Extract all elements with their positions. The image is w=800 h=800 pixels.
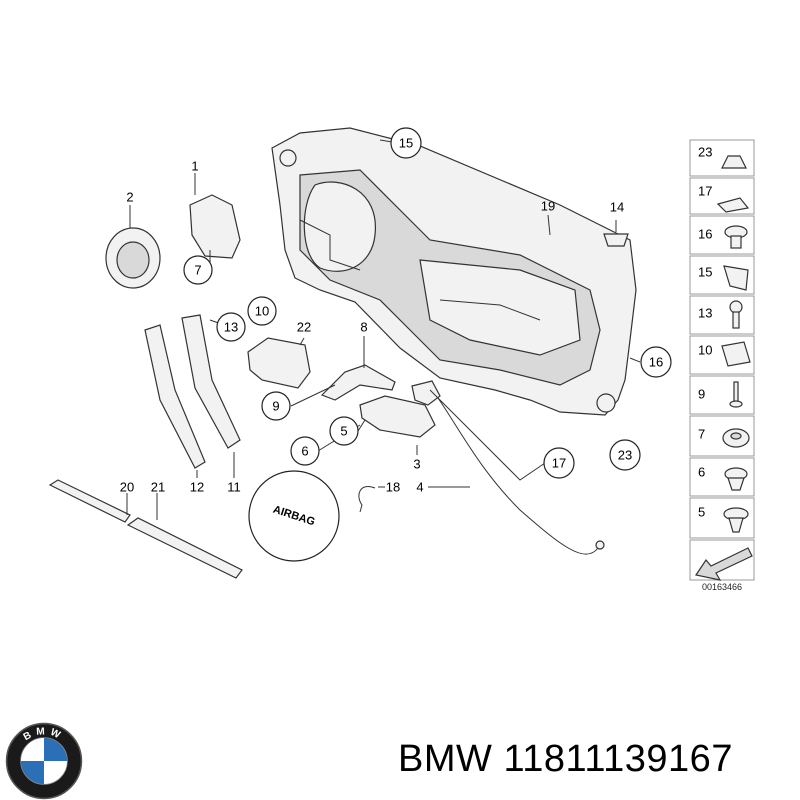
fastener-9-icon bbox=[729, 381, 743, 408]
sidebar-label-9: 9 bbox=[698, 387, 705, 402]
part-2-grommet bbox=[105, 227, 161, 289]
part-20-strip bbox=[48, 479, 131, 523]
fastener-16-icon bbox=[724, 225, 748, 249]
brand-name: BMW bbox=[398, 738, 493, 780]
callout-9: 9 bbox=[272, 399, 279, 414]
part-14-clip bbox=[603, 233, 629, 247]
callout-23: 23 bbox=[618, 448, 632, 463]
callout-6: 6 bbox=[301, 444, 308, 459]
fastener-5-icon bbox=[723, 507, 749, 533]
part-21-strip bbox=[126, 517, 243, 579]
callout-20: 20 bbox=[120, 480, 134, 495]
callout-11: 11 bbox=[227, 480, 241, 495]
sidebar-label-16: 16 bbox=[698, 227, 712, 242]
callout-1: 1 bbox=[191, 159, 198, 174]
airbag-circle bbox=[248, 470, 340, 562]
part-3-latch bbox=[411, 380, 441, 406]
arrow-icon bbox=[695, 547, 753, 581]
callout-21: 21 bbox=[151, 480, 165, 495]
callout-2: 2 bbox=[126, 190, 133, 205]
callout-16: 16 bbox=[649, 355, 663, 370]
callout-17: 17 bbox=[552, 456, 566, 471]
part-8-bracket bbox=[320, 364, 396, 401]
callout-10: 10 bbox=[255, 304, 269, 319]
callout-5: 5 bbox=[340, 424, 347, 439]
part-1-cover bbox=[189, 194, 241, 259]
callout-22: 22 bbox=[297, 320, 311, 335]
door-panel bbox=[271, 127, 637, 416]
callout-3: 3 bbox=[413, 457, 420, 472]
bmw-logo-icon: BMW bbox=[5, 722, 83, 800]
callout-19: 19 bbox=[541, 199, 555, 214]
leader-lines bbox=[126, 139, 641, 520]
callout-15: 15 bbox=[399, 136, 413, 151]
sidebar-label-17: 17 bbox=[698, 184, 712, 199]
part-number: 11811139167 bbox=[503, 738, 733, 780]
sidebar-label-5: 5 bbox=[698, 505, 705, 520]
fastener-17-icon bbox=[716, 197, 750, 213]
part-12-strip bbox=[144, 324, 206, 469]
callout-4: 4 bbox=[416, 480, 423, 495]
fastener-13-icon bbox=[729, 300, 743, 329]
sidebar-label-23: 23 bbox=[698, 145, 712, 160]
part-22-pad bbox=[247, 337, 311, 389]
part-11-strip bbox=[181, 314, 241, 449]
callout-12: 12 bbox=[190, 480, 204, 495]
fastener-15-icon bbox=[723, 265, 749, 291]
callout-14: 14 bbox=[610, 200, 624, 215]
fastener-sidebar: 23 17 16 15 13 10 9 7 6 5 bbox=[689, 139, 755, 581]
sidebar-label-7: 7 bbox=[698, 427, 705, 442]
callout-7: 7 bbox=[194, 263, 201, 278]
cable-end bbox=[595, 540, 605, 550]
sidebar-label-15: 15 bbox=[698, 265, 712, 280]
callout-18: 18 bbox=[386, 480, 400, 495]
brand-part-number: BMW 11811139167 bbox=[398, 738, 733, 781]
callout-13: 13 bbox=[224, 320, 238, 335]
part-18-clip bbox=[358, 486, 376, 513]
sidebar-label-10: 10 bbox=[698, 343, 712, 358]
sidebar-label-13: 13 bbox=[698, 306, 712, 321]
diagram-code: 00163466 bbox=[702, 582, 742, 592]
part-4-cable bbox=[437, 397, 599, 555]
fastener-7-icon bbox=[722, 428, 750, 448]
sidebar-label-6: 6 bbox=[698, 465, 705, 480]
fastener-6-icon bbox=[724, 467, 748, 491]
fastener-10-icon bbox=[721, 341, 751, 367]
callout-8: 8 bbox=[360, 320, 367, 335]
fastener-23-icon bbox=[721, 155, 747, 169]
